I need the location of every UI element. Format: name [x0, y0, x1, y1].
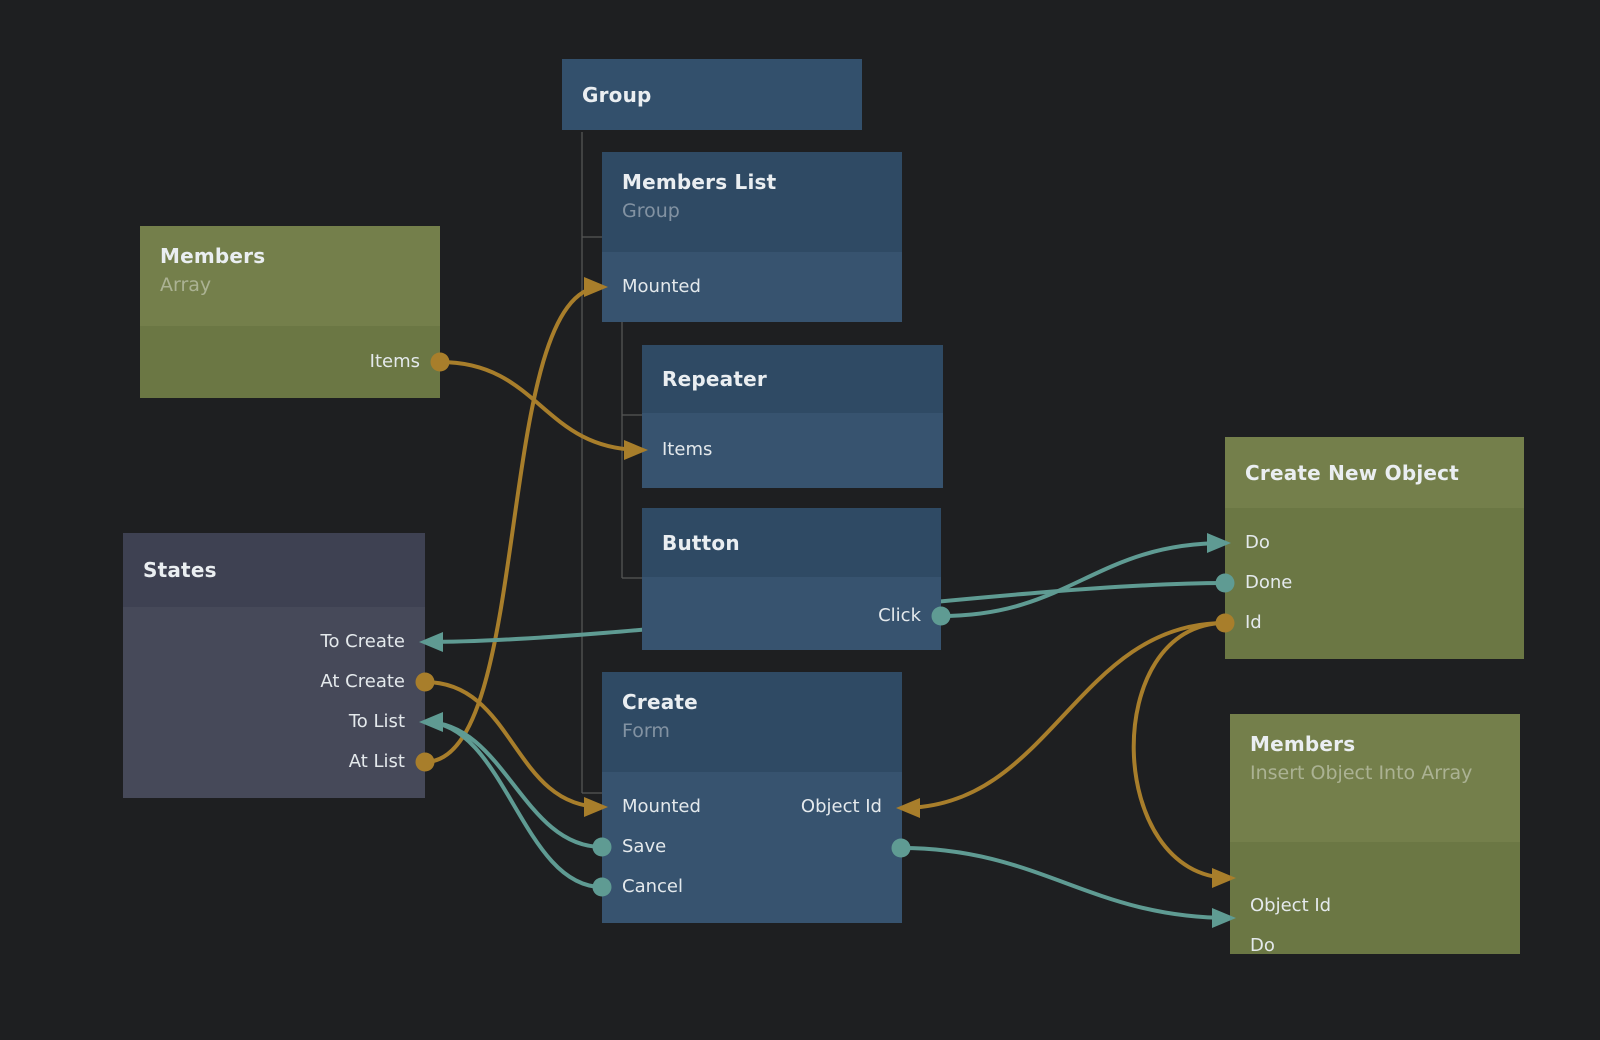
node-members-list[interactable]: Members List Group Mounted — [602, 152, 902, 322]
node-members-array[interactable]: Members Array Items — [140, 226, 440, 398]
node-title: States — [143, 558, 217, 582]
wire-states.at_list-to-members_list.mounted[interactable] — [424, 285, 603, 764]
port-at-list[interactable]: At List — [348, 751, 405, 772]
port-done[interactable]: Done — [1245, 572, 1293, 593]
port-save[interactable]: Save — [622, 836, 667, 857]
node-create[interactable]: Create Form Mounted Object Id Save Cance… — [602, 672, 902, 923]
wire-create_new_object.id-to-create.object_id[interactable] — [901, 621, 1226, 810]
node-states[interactable]: States To Create At Create To List At Li… — [123, 533, 425, 798]
node-subtitle: Group — [622, 200, 680, 222]
node-title: Create New Object — [1245, 460, 1459, 485]
port-object-id[interactable]: Object Id — [800, 796, 882, 817]
node-repeater[interactable]: Repeater Items — [642, 345, 943, 488]
port-to-list[interactable]: To List — [348, 711, 405, 732]
port-cancel[interactable]: Cancel — [622, 876, 683, 897]
node-title: Repeater — [662, 367, 767, 391]
wire-create.save-to-states.to_list[interactable] — [424, 720, 603, 849]
node-title: Members — [160, 244, 266, 268]
port-mounted[interactable]: Mounted — [622, 796, 701, 817]
node-subtitle: Array — [160, 274, 212, 296]
port-items[interactable]: Items — [662, 439, 713, 460]
node-title: Group — [582, 82, 652, 107]
node-subtitle: Insert Object Into Array — [1250, 762, 1473, 784]
port-object-id[interactable]: Object Id — [1250, 895, 1332, 916]
wire-states.at_create-to-create.mounted[interactable] — [424, 680, 603, 809]
node-group[interactable]: Group — [562, 59, 862, 130]
wire-members_array.items-to-repeater.items[interactable] — [439, 360, 643, 452]
node-title: Button — [662, 530, 740, 555]
node-title: Create — [622, 690, 698, 714]
port-to-create[interactable]: To Create — [320, 631, 405, 652]
node-subtitle: Form — [622, 720, 670, 742]
port-at-create[interactable]: At Create — [320, 671, 405, 692]
port-click[interactable]: Click — [878, 605, 921, 626]
wire-button.click-to-create_new_object.do[interactable] — [940, 541, 1226, 618]
port-do[interactable]: Do — [1245, 532, 1270, 553]
node-members-insert[interactable]: Members Insert Object Into Array Object … — [1230, 714, 1520, 956]
wire-create.cancel-to-states.to_list[interactable] — [424, 720, 603, 889]
wire-create_new_object.id-to-members_insert.object_id[interactable] — [1131, 621, 1231, 880]
node-title: Members List — [622, 170, 777, 194]
port-mounted[interactable]: Mounted — [622, 276, 701, 297]
port-items[interactable]: Items — [369, 351, 420, 372]
node-button[interactable]: Button Click — [642, 508, 941, 650]
node-create-new-object[interactable]: Create New Object Do Done Id — [1225, 437, 1524, 659]
wire-create.save-to-members_insert.do[interactable] — [900, 846, 1231, 920]
port-id[interactable]: Id — [1245, 612, 1262, 633]
port-do[interactable]: Do — [1250, 935, 1275, 956]
node-title: Members — [1250, 732, 1356, 756]
